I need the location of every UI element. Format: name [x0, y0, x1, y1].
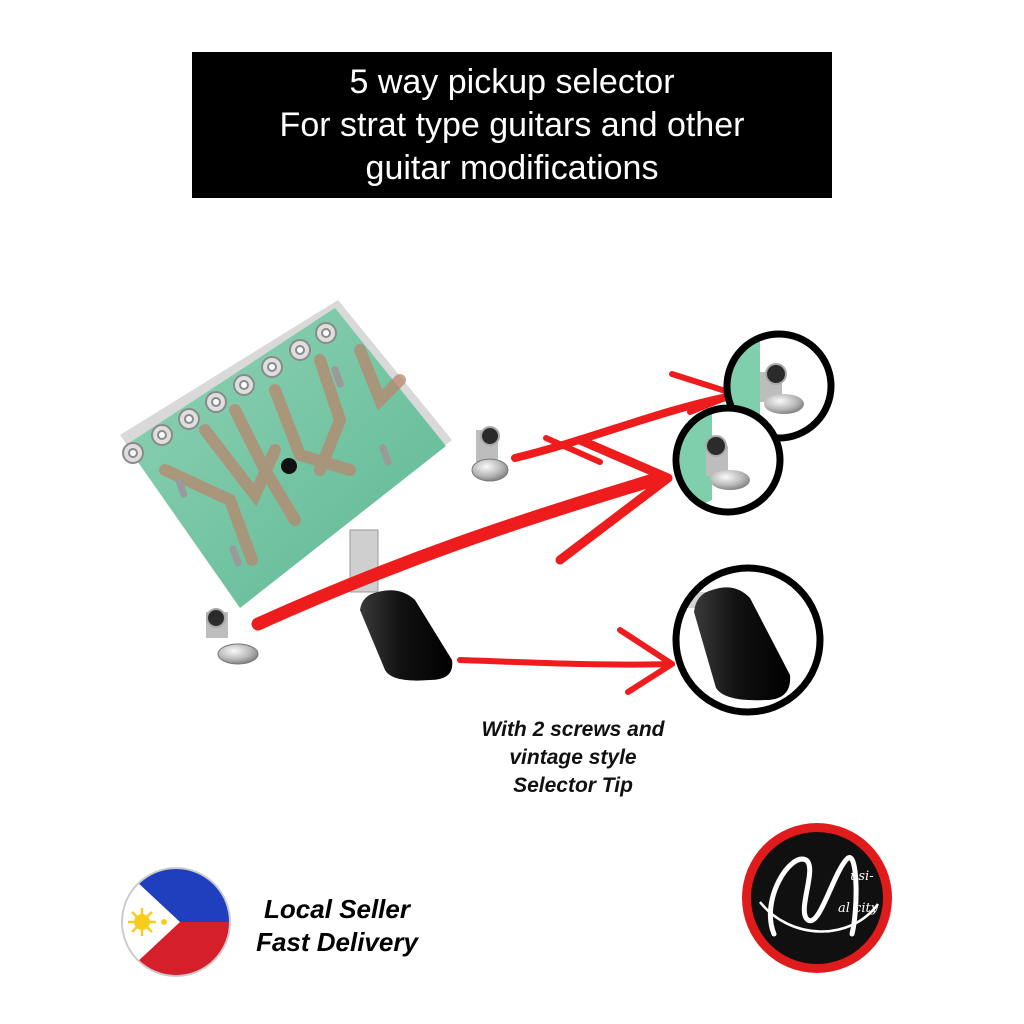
solder-lugs [122, 322, 337, 464]
selector-tip [360, 590, 453, 681]
mounting-screw-left [206, 608, 259, 665]
caption-line-3: Selector Tip [513, 774, 633, 797]
caption-line-2: vintage style [509, 746, 637, 769]
zoom-circle-tip [672, 564, 824, 716]
seller-line-1: Local Seller [264, 894, 410, 924]
philippines-flag-icon [120, 866, 232, 978]
title-line-3: guitar modifications [365, 148, 659, 187]
musical-city-logo-icon: usi- al city [742, 823, 892, 973]
title-line-2: For strat type guitars and other [279, 105, 745, 144]
pcb-traces [159, 344, 406, 566]
caption-line-1: With 2 screws and [481, 718, 665, 741]
mounting-screw-right [471, 426, 509, 482]
seller-info: Local Seller Fast Delivery [244, 893, 430, 959]
pcb-board [126, 308, 446, 608]
title-line-1: 5 way pickup selector [349, 62, 675, 101]
title-banner: 5 way pickup selector For strat type gui… [192, 52, 832, 198]
zoom-circle-mid-screw [672, 404, 784, 516]
svg-text:usi-: usi- [850, 869, 874, 884]
product-caption: With 2 screws and vintage style Selector… [448, 716, 698, 800]
seller-line-2: Fast Delivery [256, 927, 418, 957]
pcb-hole [281, 458, 297, 474]
svg-text:al city: al city [838, 901, 879, 916]
selector-switch [120, 300, 509, 681]
